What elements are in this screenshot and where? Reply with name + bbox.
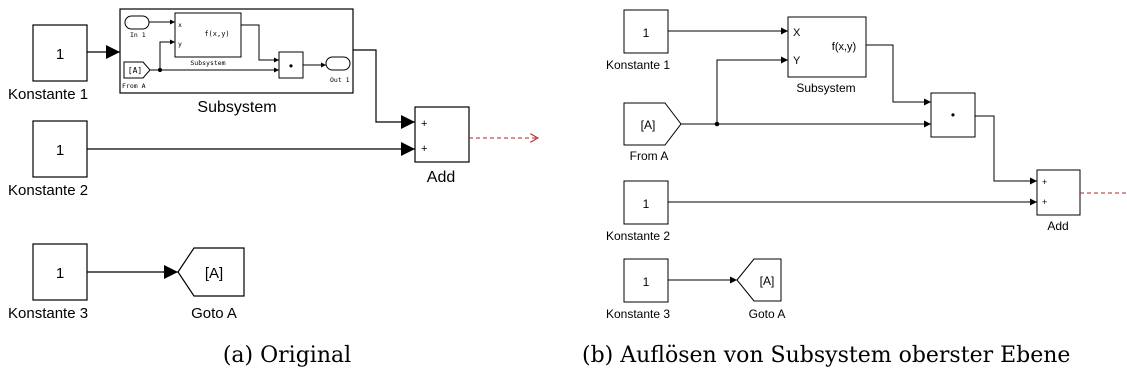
add-plus-2: +: [421, 143, 427, 155]
from-b-label: From A: [630, 149, 669, 163]
subsystem-label: Subsystem: [197, 99, 276, 116]
goto-b-text: [A]: [760, 274, 775, 288]
constant-3-value: 1: [56, 265, 64, 282]
inport-in1[interactable]: [124, 15, 150, 30]
inner-from-text: [A]: [128, 66, 142, 75]
product-block-b[interactable]: •: [930, 92, 976, 138]
inner-from-label: From A: [122, 82, 146, 90]
goto-block-b[interactable]: [A]: [736, 258, 782, 302]
caption-b: (b) Auflösen von Subsystem oberster Eben…: [582, 343, 1070, 368]
goto-b-label: Goto A: [749, 307, 786, 321]
inner-function-label: Subsystem: [190, 59, 225, 67]
outport-out1-label: Out 1: [330, 76, 350, 84]
add-block[interactable]: + +: [414, 106, 470, 163]
constant-2-label: Konstante 2: [8, 182, 88, 199]
from-b-text: [A]: [641, 118, 656, 132]
signal-lines-b: [668, 27, 1037, 284]
subsystem-b-port-x: X: [793, 27, 801, 39]
subsystem-b-port-y: Y: [793, 55, 801, 67]
inner-port-y: y: [178, 40, 182, 48]
goto-label: Goto A: [191, 305, 237, 322]
constant-3-label: Konstante 3: [8, 305, 88, 322]
constant-block-2-b[interactable]: 1: [623, 180, 669, 225]
constant-2-b-value: 1: [643, 197, 650, 211]
inner-function-text: f(x,y): [204, 30, 229, 38]
panel-b: 1 Konstante 1 X Y f(x,y) Subsystem [A] F…: [582, 9, 1127, 368]
constant-block-3-b[interactable]: 1: [623, 258, 669, 303]
goto-text: [A]: [205, 265, 223, 282]
signal-lines-a: [87, 45, 415, 279]
constant-block-1[interactable]: 1: [32, 24, 88, 82]
constant-3-b-label: Konstante 3: [606, 307, 670, 321]
product-b-symbol: •: [951, 108, 955, 122]
subsystem-b-label: Subsystem: [796, 81, 855, 95]
constant-block-2[interactable]: 1: [32, 120, 88, 178]
constant-block-1-b[interactable]: 1: [623, 9, 669, 54]
subsystem-b-function: f(x,y): [832, 41, 856, 53]
add-b-plus-2: +: [1042, 197, 1047, 207]
add-b-label: Add: [1047, 219, 1068, 233]
subsystem-block[interactable]: In 1 [A] From A x y f(x,y) Subsystem •: [119, 8, 354, 94]
constant-block-3[interactable]: 1: [32, 243, 88, 301]
constant-1-b-label: Konstante 1: [606, 58, 670, 72]
constant-1-b-value: 1: [643, 26, 650, 40]
inner-from-block[interactable]: [A]: [123, 61, 151, 79]
constant-3-b-value: 1: [643, 275, 650, 289]
from-block-b[interactable]: [A]: [623, 102, 682, 146]
outport-out1[interactable]: [325, 56, 351, 71]
goto-block[interactable]: [A]: [177, 247, 245, 297]
constant-2-b-label: Konstante 2: [606, 229, 670, 243]
add-label: Add: [427, 169, 455, 186]
subsystem-block-b[interactable]: X Y f(x,y): [787, 16, 867, 78]
add-block-b[interactable]: + +: [1036, 169, 1081, 216]
add-b-plus-1: +: [1042, 177, 1047, 187]
constant-1-label: Konstante 1: [8, 86, 88, 103]
inner-port-x: x: [178, 21, 182, 29]
constant-1-value: 1: [56, 46, 64, 63]
inner-product-block[interactable]: •: [278, 51, 304, 79]
panel-a: 1 Konstante 1 1 Konstante 2 1 Konstante …: [8, 8, 538, 368]
inner-product-symbol: •: [289, 59, 293, 73]
caption-a: (a) Original: [223, 343, 351, 368]
constant-2-value: 1: [56, 142, 64, 159]
inner-function-block[interactable]: x y f(x,y): [174, 12, 242, 58]
inport-in1-label: In 1: [130, 31, 146, 39]
add-plus-1: +: [421, 118, 427, 130]
inner-signal-lines: [149, 19, 326, 73]
